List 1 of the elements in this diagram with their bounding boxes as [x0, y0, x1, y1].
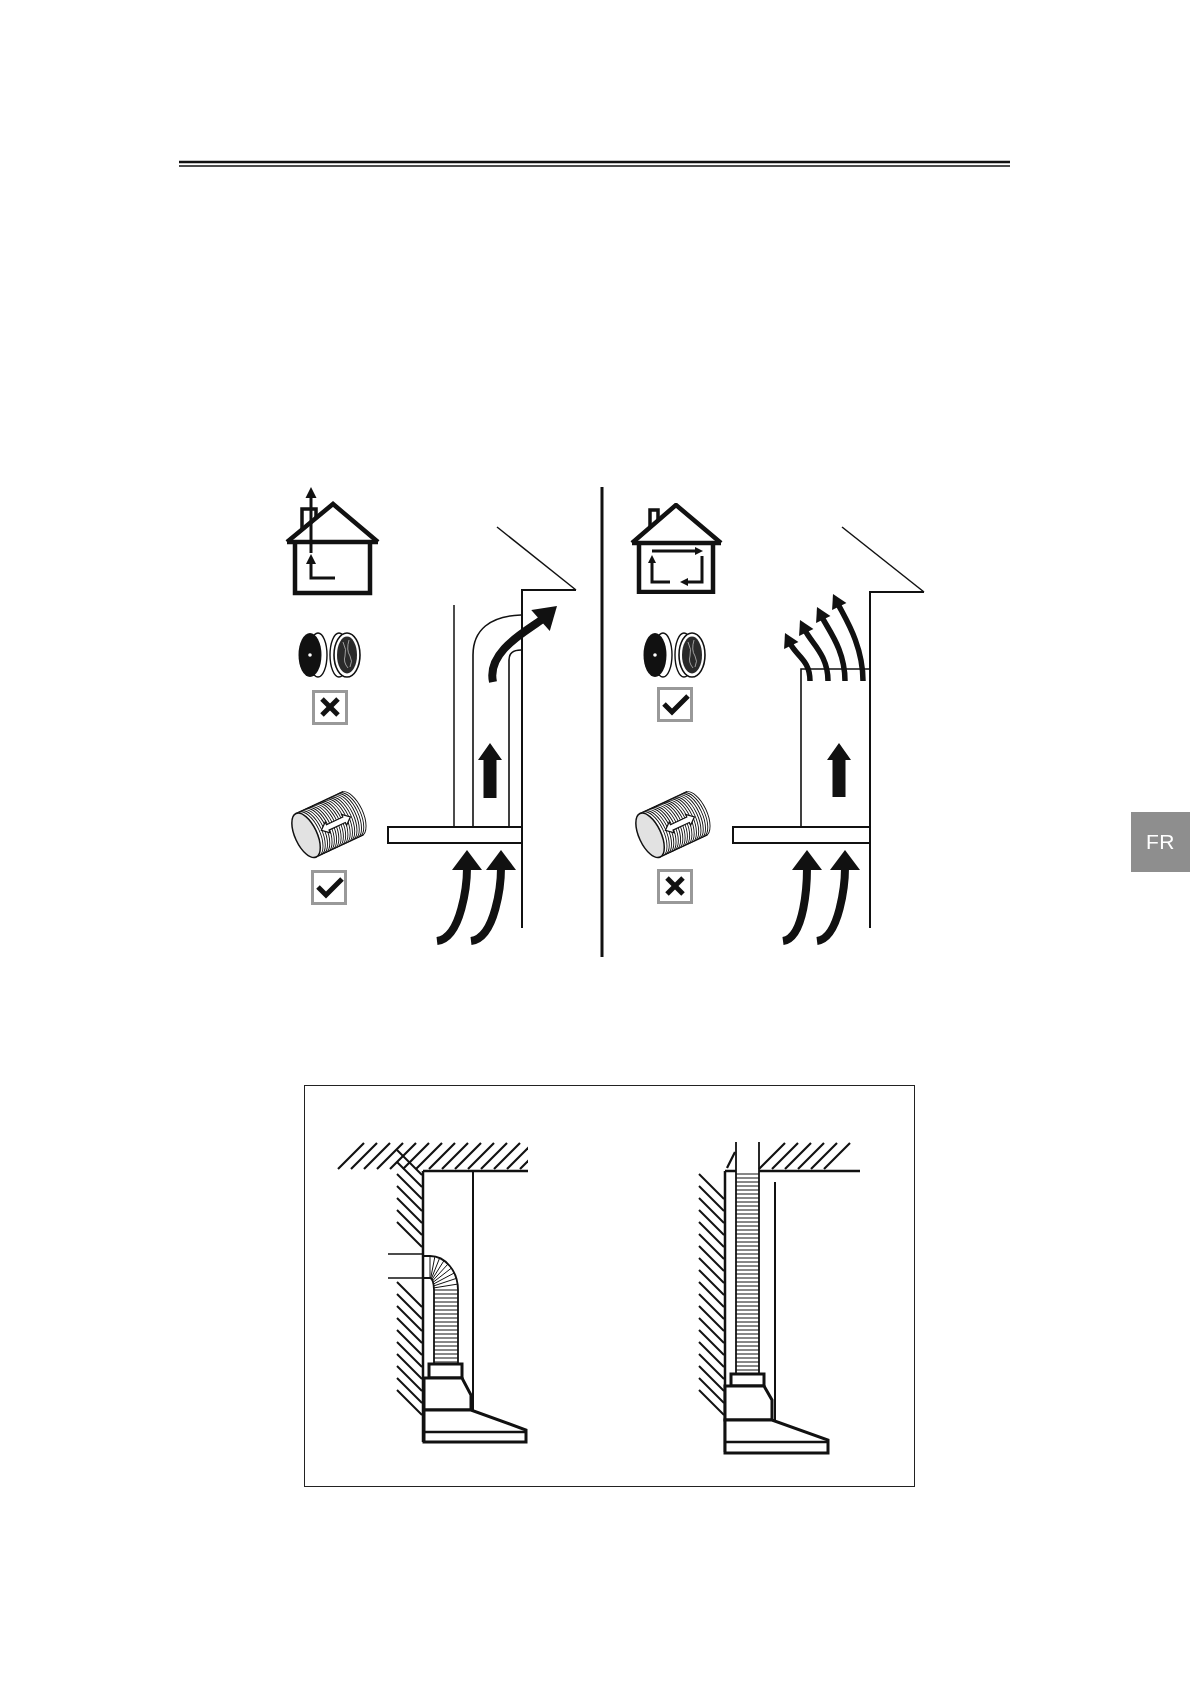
- language-tab: FR: [1131, 812, 1190, 872]
